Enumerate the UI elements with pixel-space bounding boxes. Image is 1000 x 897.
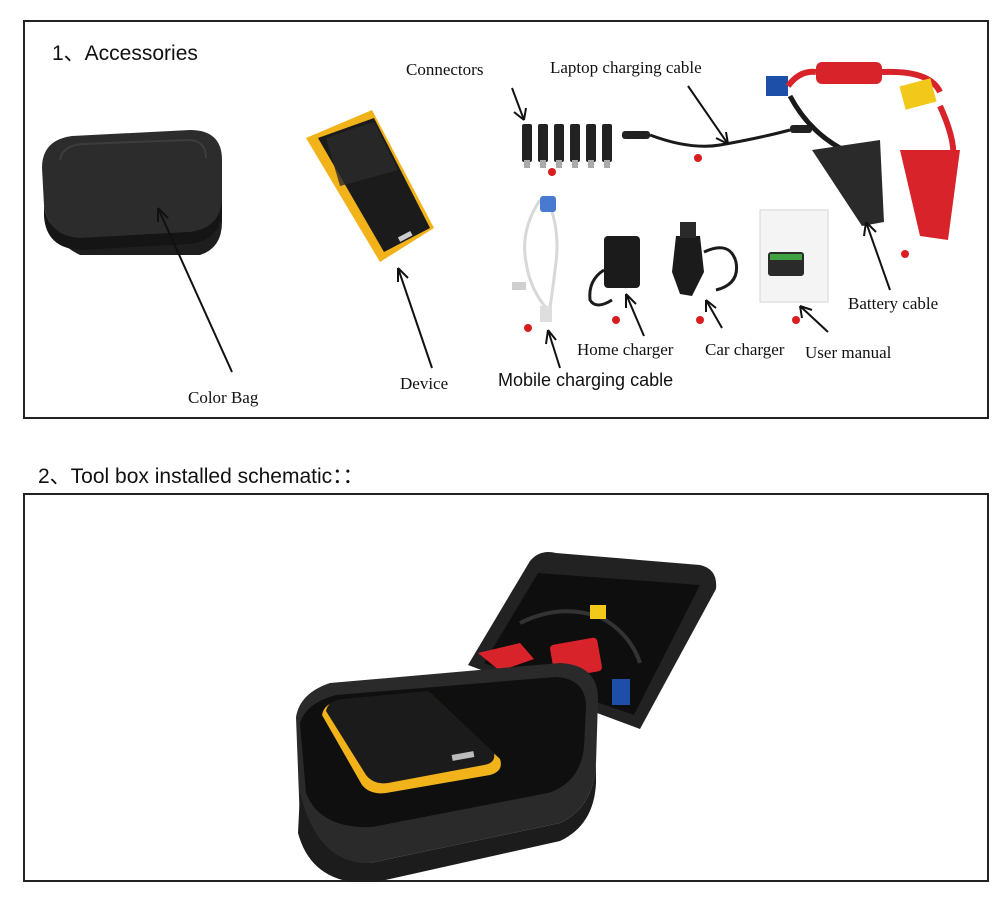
battery-cable-image — [766, 62, 960, 258]
connectors-image — [522, 124, 612, 176]
car-charger-image — [672, 222, 739, 324]
label-color-bag: Color Bag — [188, 388, 259, 407]
color-bag-image — [42, 130, 223, 255]
accessories-illustration — [42, 62, 960, 373]
label-car-charger: Car charger — [705, 340, 785, 359]
label-laptop-charging-cable: Laptop charging cable — [550, 58, 702, 77]
tool-box-panel — [23, 493, 989, 882]
label-battery-cable: Battery cable — [848, 294, 939, 313]
accessories-panel — [23, 20, 989, 419]
laptop-cable-image — [622, 125, 812, 162]
label-device: Device — [400, 374, 449, 393]
mobile-cable-image — [512, 196, 559, 332]
label-mobile-charging-cable: Mobile charging cable — [498, 370, 674, 390]
home-charger-image — [588, 236, 640, 324]
pointer-lines — [157, 85, 891, 373]
device-image — [306, 110, 434, 262]
label-home-charger: Home charger — [577, 340, 674, 359]
section-title-accessories: 1、Accessories — [52, 42, 198, 65]
user-manual-image — [759, 209, 829, 324]
label-connectors: Connectors — [406, 60, 484, 79]
tool-box-illustration — [296, 552, 717, 882]
installed-device-image — [322, 691, 501, 794]
label-user-manual: User manual — [805, 343, 892, 362]
section-title-tool-box: 2、Tool box installed schematic：： — [38, 465, 364, 488]
